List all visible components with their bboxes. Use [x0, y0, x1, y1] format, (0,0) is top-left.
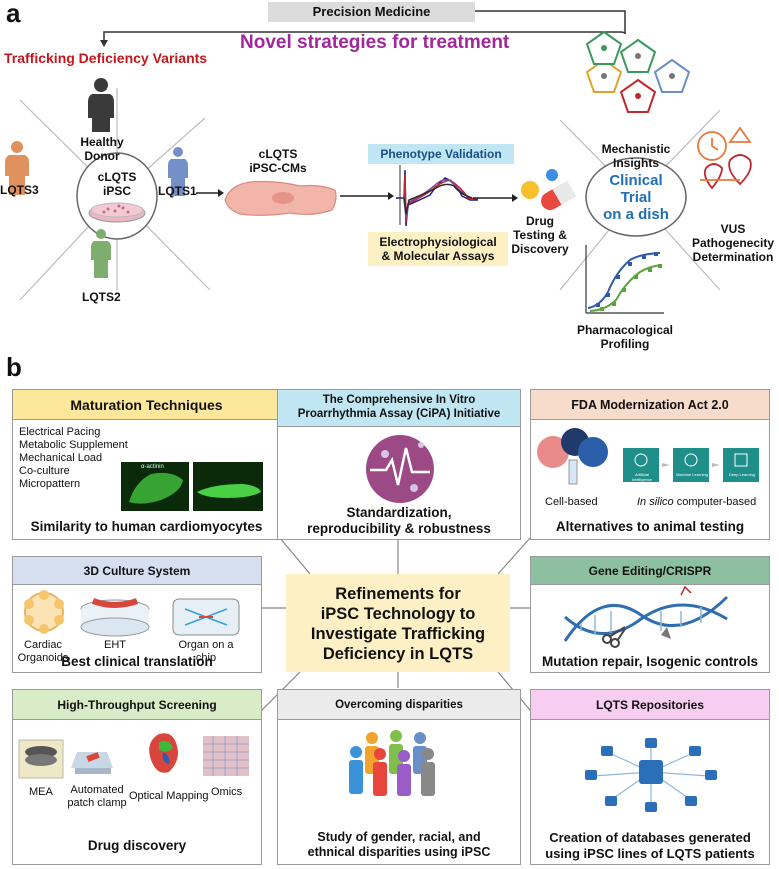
eht-label: EHT [104, 639, 126, 651]
micrograph-1: α-actinin [121, 462, 189, 511]
center-refinements: Refinements for iPSC Technology to Inves… [286, 574, 510, 672]
assays-label: Electrophysiological& Molecular Assays [368, 232, 508, 266]
people-icon [349, 730, 435, 796]
maturation-item: Metabolic Supplement [19, 439, 128, 451]
novel-strategies-title: Novel strategies for treatment [240, 32, 510, 53]
maturation-item: Electrical Pacing [19, 426, 101, 438]
precision-medicine-label: Precision Medicine [268, 2, 475, 22]
cipa-caption: Standardization,reproducibility & robust… [307, 505, 491, 536]
maturation-title: Maturation Techniques [13, 390, 280, 420]
dl-label: Deep Learning [728, 472, 756, 477]
disparities-title: Overcoming disparities [278, 690, 520, 720]
panel-b-letter: b [6, 352, 22, 382]
culture-3d-caption: Best clinical translation [61, 654, 213, 669]
maturation-item: Mechanical Load [19, 452, 103, 464]
culture-3d-icons [24, 590, 240, 637]
fda-caption: Alternatives to animal testing [555, 519, 745, 534]
phenotype-validation-label: Phenotype Validation [368, 144, 514, 164]
optical-mapping-label: Optical Mapping [129, 790, 209, 802]
ml-label: Machine Learning [676, 472, 708, 477]
fda-title: FDA Modernization Act 2.0 [531, 390, 769, 420]
ai-label: Artificial Intelligence [631, 472, 653, 482]
panel-a-letter: a [6, 0, 21, 28]
fda-panel: FDA Modernization Act 2.0 Artificial Int… [530, 389, 770, 540]
in-silico-label: In silico computer-based [637, 496, 757, 508]
maturation-panel: Maturation Techniques Electrical Pacing … [12, 389, 281, 540]
gene-editing-caption: Mutation repair, Isogenic controls [541, 654, 759, 669]
lqts3-label: LQTS3 [0, 183, 39, 197]
hts-title: High-Throughput Screening [13, 690, 261, 720]
maturation-item: Micropattern [19, 478, 81, 490]
disparities-panel: Overcoming disparities Study of gender, … [277, 689, 521, 865]
lqts1-label: LQTS1 [158, 184, 197, 198]
culture-3d-title: 3D Culture System [13, 557, 261, 585]
cell-based-label: Cell-based [545, 496, 598, 508]
cipa-icon [366, 435, 434, 503]
hts-icons [18, 733, 249, 779]
repositories-panel: LQTS Repositories Creation of databases … [530, 689, 770, 865]
micrograph-2 [193, 462, 263, 511]
lqts2-label: LQTS2 [82, 290, 121, 304]
gene-editing-title: Gene Editing/CRISPR [531, 557, 769, 585]
fda-icons [537, 428, 759, 485]
maturation-items: Electrical Pacing Metabolic Supplement M… [19, 426, 128, 491]
maturation-item: Co-culture [19, 465, 70, 477]
omics-label: Omics [211, 786, 243, 798]
hts-caption: Drug discovery [87, 838, 187, 853]
network-icon [585, 738, 717, 812]
maturation-caption: Similarity to human cardiomyocytes [30, 519, 263, 534]
trafficking-variants-label: Trafficking Deficiency Variants [4, 50, 208, 66]
micro-label: α-actinin [141, 464, 164, 470]
repositories-title: LQTS Repositories [531, 690, 769, 720]
gene-editing-panel: Gene Editing/CRISPR Mutation repair, Iso… [530, 556, 770, 673]
dna-icon [563, 585, 729, 648]
mea-label: MEA [29, 786, 53, 798]
